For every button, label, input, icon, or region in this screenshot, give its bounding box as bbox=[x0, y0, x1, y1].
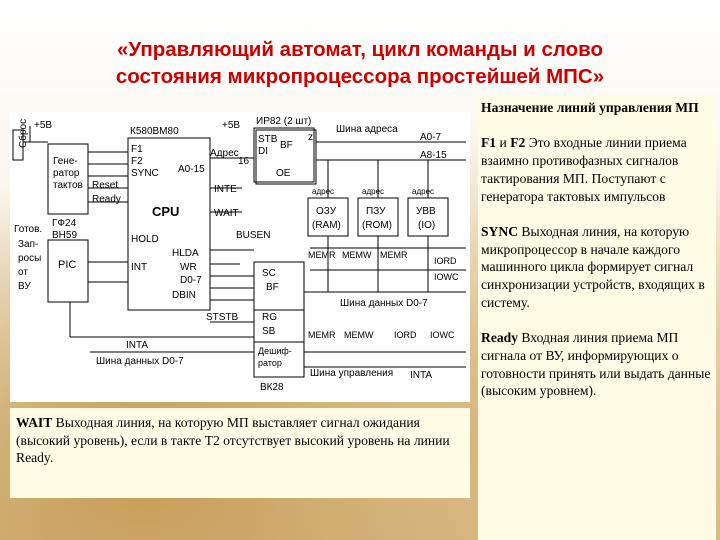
label-pzu: ПЗУ bbox=[366, 206, 386, 217]
wait-note: WAIT Выходная линия, на которую МП выста… bbox=[10, 408, 470, 498]
notes-heading: Назначение линий управления МП bbox=[481, 100, 699, 115]
vk28-controller bbox=[253, 261, 305, 378]
label-memr-3: MEMR bbox=[308, 330, 336, 340]
wait-term: WAIT bbox=[16, 415, 53, 430]
label-ststb: STSTB bbox=[206, 312, 239, 323]
label-reset: Reset bbox=[92, 180, 118, 191]
label-int: INT bbox=[131, 262, 147, 273]
label-vn59: ВН59 bbox=[52, 230, 77, 241]
label-pic: PIC bbox=[58, 259, 76, 271]
label-bf-2: BF bbox=[266, 282, 279, 293]
label-adr-io: адрес bbox=[412, 187, 434, 196]
label-memw-1: MEMW bbox=[342, 250, 372, 260]
ir82-register bbox=[253, 127, 315, 183]
title-line-1: «Управляющий автомат, цикл команды и сло… bbox=[116, 38, 604, 61]
label-io: (IO) bbox=[418, 220, 435, 231]
label-sb: SB bbox=[262, 326, 276, 337]
label-zap2: росы bbox=[18, 253, 41, 264]
label-ir82: ИР82 (2 шт) bbox=[256, 116, 311, 127]
label-desh2: ратор bbox=[258, 358, 282, 368]
label-shina-upr: Шина управления bbox=[310, 368, 393, 379]
label-ready: Ready bbox=[92, 194, 121, 205]
label-d07: D0-7 bbox=[180, 275, 202, 286]
label-di: DI bbox=[258, 146, 268, 157]
label-ozu: ОЗУ bbox=[316, 206, 337, 217]
label-hold: HOLD bbox=[131, 234, 159, 245]
label-iord-2: IORD bbox=[394, 330, 417, 340]
label-cpu: CPU bbox=[152, 204, 179, 219]
label-stb: STB bbox=[258, 134, 278, 145]
label-uvv: УВВ bbox=[416, 206, 436, 217]
slide-title: «Управляющий автомат, цикл команды и сло… bbox=[40, 36, 680, 90]
label-memw-2: MEMW bbox=[344, 330, 374, 340]
label-inta-1: INTA bbox=[126, 340, 148, 351]
label-shina-adresa: Шина адреса bbox=[336, 124, 398, 135]
label-a015: A0-15 bbox=[178, 164, 205, 175]
mps-block-diagram: Сброс +5В К580ВМ80 CPU Гене- ратор такто… bbox=[10, 112, 470, 402]
label-a07: A0-7 bbox=[420, 132, 442, 143]
label-rom: (ROM) bbox=[362, 220, 392, 231]
label-plus5v-1: +5В bbox=[34, 120, 52, 131]
label-inta-2: INTA bbox=[410, 370, 432, 381]
label-inte: INTE bbox=[214, 184, 237, 195]
label-adr-rom: адрес bbox=[362, 187, 384, 196]
label-plus5v-2: +5В bbox=[222, 120, 240, 131]
label-adr-ram: адрес bbox=[312, 187, 334, 196]
control-lines-notes: Назначение линий управления МП F1 и F2 Э… bbox=[478, 95, 716, 540]
label-wait: WAIT bbox=[214, 208, 239, 219]
label-gotov: Готов. bbox=[14, 224, 42, 235]
label-wr: WR bbox=[180, 262, 197, 273]
reset-switch bbox=[12, 129, 24, 161]
label-busen: BUSEN bbox=[236, 230, 270, 241]
label-gen1: Гене- bbox=[53, 156, 78, 167]
label-gen3: тактов bbox=[53, 180, 83, 191]
label-cpu-chip: К580ВМ80 bbox=[130, 126, 179, 137]
label-iowc-1: IOWC bbox=[434, 272, 459, 282]
label-sbros: Сброс bbox=[17, 119, 29, 148]
label-bf: BF bbox=[280, 140, 293, 151]
label-sync: SYNC bbox=[131, 168, 159, 179]
label-zap3: от bbox=[18, 267, 28, 278]
cpu-block bbox=[127, 137, 211, 311]
label-desh1: Дешиф- bbox=[258, 346, 292, 356]
diagram-svg: Сброс +5В К580ВМ80 CPU Гене- ратор такто… bbox=[12, 116, 466, 393]
label-memr-1: MEMR bbox=[308, 250, 336, 260]
label-shina-dannyh-2: Шина данных D0-7 bbox=[96, 356, 184, 367]
notes-ready: Ready Входная линия приема МП сигнала от… bbox=[481, 330, 711, 399]
notes-f1-f2: F1 и F2 Это входные линии приема взаимно… bbox=[481, 135, 687, 204]
label-gf24: ГФ24 bbox=[52, 218, 77, 229]
label-z: z bbox=[308, 132, 313, 143]
label-f2: F2 bbox=[131, 156, 143, 167]
label-a815: A8-15 bbox=[420, 150, 447, 161]
label-zap4: ВУ bbox=[18, 281, 31, 292]
notes-sync: SYNC Выходная линия, на которую микропро… bbox=[481, 223, 705, 310]
label-iowc-2: IOWC bbox=[430, 330, 455, 340]
title-line-2: состояния микропроцессора простейшей МПС… bbox=[115, 65, 605, 88]
label-shina-dannyh-1: Шина данных D0-7 bbox=[340, 298, 428, 309]
label-n16: 16 bbox=[238, 156, 250, 167]
label-dbin: DBIN bbox=[172, 290, 196, 301]
label-hlda: HLDA bbox=[172, 248, 199, 259]
label-sc: SC bbox=[262, 268, 276, 279]
label-rg: RG bbox=[262, 312, 277, 323]
label-f1: F1 bbox=[131, 144, 143, 155]
label-ram: (RAM) bbox=[312, 220, 341, 231]
label-oe: OE bbox=[276, 168, 291, 179]
clock-generator-block bbox=[47, 143, 89, 215]
label-adres: Адрес bbox=[210, 148, 239, 159]
pic-block bbox=[47, 239, 89, 303]
wait-text: Выходная линия, на которую МП выставляет… bbox=[16, 415, 450, 466]
label-vk28: ВК28 bbox=[260, 382, 284, 393]
label-iord-1: IORD bbox=[434, 256, 457, 266]
label-zap1: Зап- bbox=[18, 239, 38, 250]
label-gen2: ратор bbox=[53, 168, 80, 179]
label-memr-2: MEMR bbox=[380, 250, 408, 260]
